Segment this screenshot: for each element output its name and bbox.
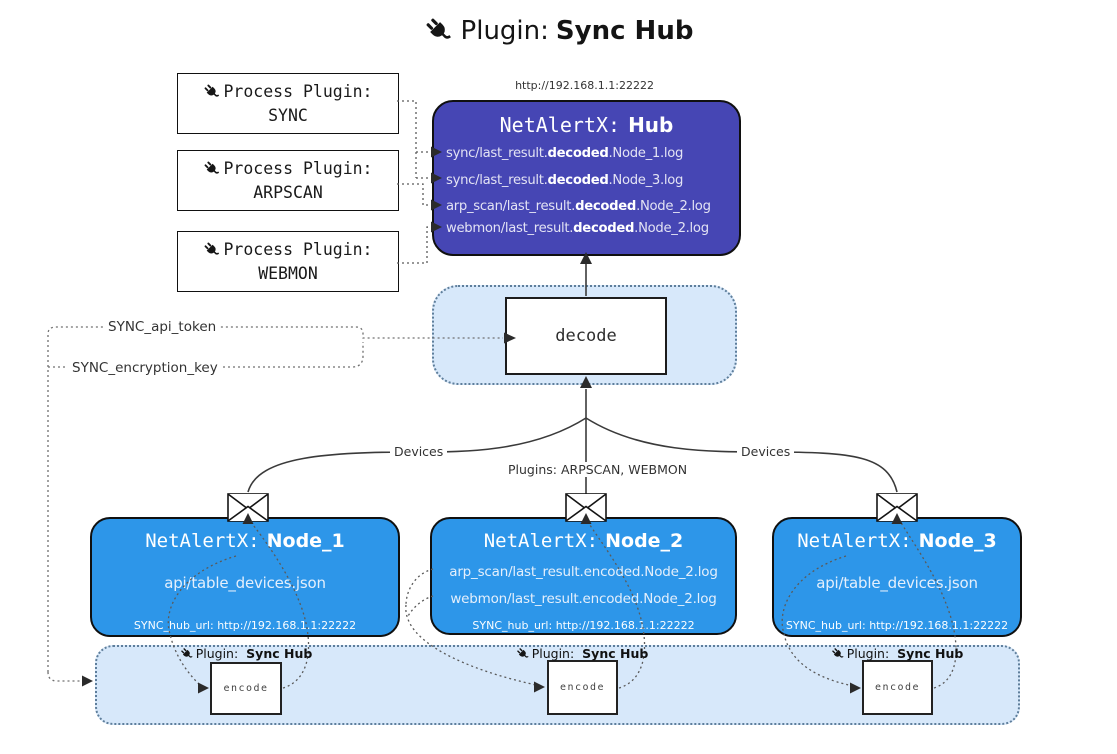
- hub-title-prefix: NetAlertX:: [499, 113, 621, 137]
- connector-sync-plugin: [397, 100, 417, 178]
- node-title: NetAlertX:Node_2: [483, 530, 684, 552]
- plug-icon: [831, 647, 845, 661]
- devices-label-right: Devices: [737, 444, 795, 459]
- node-line: api/table_devices.json: [164, 574, 326, 592]
- node-1: NetAlertX:Node_1 api/table_devices.json …: [90, 517, 400, 637]
- plug-icon: [424, 16, 454, 46]
- encode-plugin-label: Plugin: Sync Hub: [176, 646, 316, 661]
- process-plugin-name: ARPSCAN: [253, 182, 323, 202]
- hub-node: NetAlertX: Hub sync/last_result.decoded.N…: [432, 100, 741, 256]
- hub-title: NetAlertX: Hub: [434, 113, 739, 137]
- page-title: Plugin: Sync Hub: [0, 16, 1117, 46]
- hub-url-label: http://192.168.1.1:22222: [515, 79, 654, 92]
- hub-log-line: arp_scan/last_result.decoded.Node_2.log: [446, 199, 711, 214]
- hub-log-line: sync/last_result.decoded.Node_1.log: [446, 146, 684, 161]
- node-line: webmon/last_result.encoded.Node_2.log: [450, 591, 717, 607]
- process-plugin-label: Process Plugin:: [223, 239, 373, 259]
- node-line: arp_scan/last_result.encoded.Node_2.log: [449, 564, 718, 580]
- connector-keys-to-encoders: [47, 671, 82, 682]
- title-name: Sync Hub: [555, 16, 694, 46]
- encode-plugin-label: Plugin: Sync Hub: [827, 646, 967, 661]
- process-plugin-arpscan-box: Process Plugin: ARPSCAN: [177, 150, 399, 211]
- encode-plugin-label: Plugin: Sync Hub: [512, 646, 652, 661]
- hub-title-name: Hub: [628, 113, 674, 137]
- plug-icon: [203, 160, 221, 178]
- process-plugin-webmon-box: Process Plugin: WEBMON: [177, 231, 399, 292]
- node-2: NetAlertX:Node_2 arp_scan/last_result.en…: [430, 517, 737, 635]
- encode-box-2: encode: [547, 660, 618, 715]
- node-footer: SYNC_hub_url: http://192.168.1.1:22222: [785, 619, 1009, 632]
- connector-arpscan-plugin: [397, 183, 430, 206]
- node-title: NetAlertX:Node_1: [145, 530, 345, 552]
- plug-icon: [180, 647, 194, 661]
- plug-icon: [516, 647, 530, 661]
- node-title: NetAlertX:Node_3: [797, 530, 997, 552]
- node-footer: SYNC_hub_url: http://192.168.1.1:22222: [133, 619, 357, 632]
- sync-encryption-key-label: SYNC_encryption_key: [68, 360, 222, 376]
- process-plugin-sync-box: Process Plugin: SYNC: [177, 73, 399, 134]
- node-3: NetAlertX:Node_3 api/table_devices.json …: [772, 517, 1022, 637]
- plug-icon: [203, 241, 221, 259]
- node-footer: SYNC_hub_url: http://192.168.1.1:22222: [472, 619, 695, 632]
- decode-box: decode: [505, 297, 667, 375]
- encode-box-3: encode: [862, 660, 933, 715]
- devices-label-left: Devices: [390, 444, 448, 459]
- connector-node2-to-encode: [405, 568, 434, 606]
- process-plugin-name: SYNC: [268, 105, 308, 125]
- encode-box-1: encode: [210, 662, 282, 715]
- sync-api-token-label: SYNC_api_token: [104, 319, 221, 335]
- title-prefix: Plugin:: [460, 16, 549, 46]
- hub-log-line: sync/last_result.decoded.Node_3.log: [446, 173, 684, 188]
- hub-log-line: webmon/last_result.decoded.Node_2.log: [446, 221, 709, 236]
- plug-icon: [203, 83, 221, 101]
- process-plugin-name: WEBMON: [258, 263, 318, 283]
- connector-webmon-plugin: [397, 226, 430, 264]
- node-line: api/table_devices.json: [816, 574, 978, 592]
- arrowhead-right: [82, 675, 93, 687]
- plugins-label: Plugins: ARPSCAN, WEBMON: [504, 462, 692, 477]
- process-plugin-label: Process Plugin:: [223, 158, 373, 178]
- process-plugin-label: Process Plugin:: [223, 81, 373, 101]
